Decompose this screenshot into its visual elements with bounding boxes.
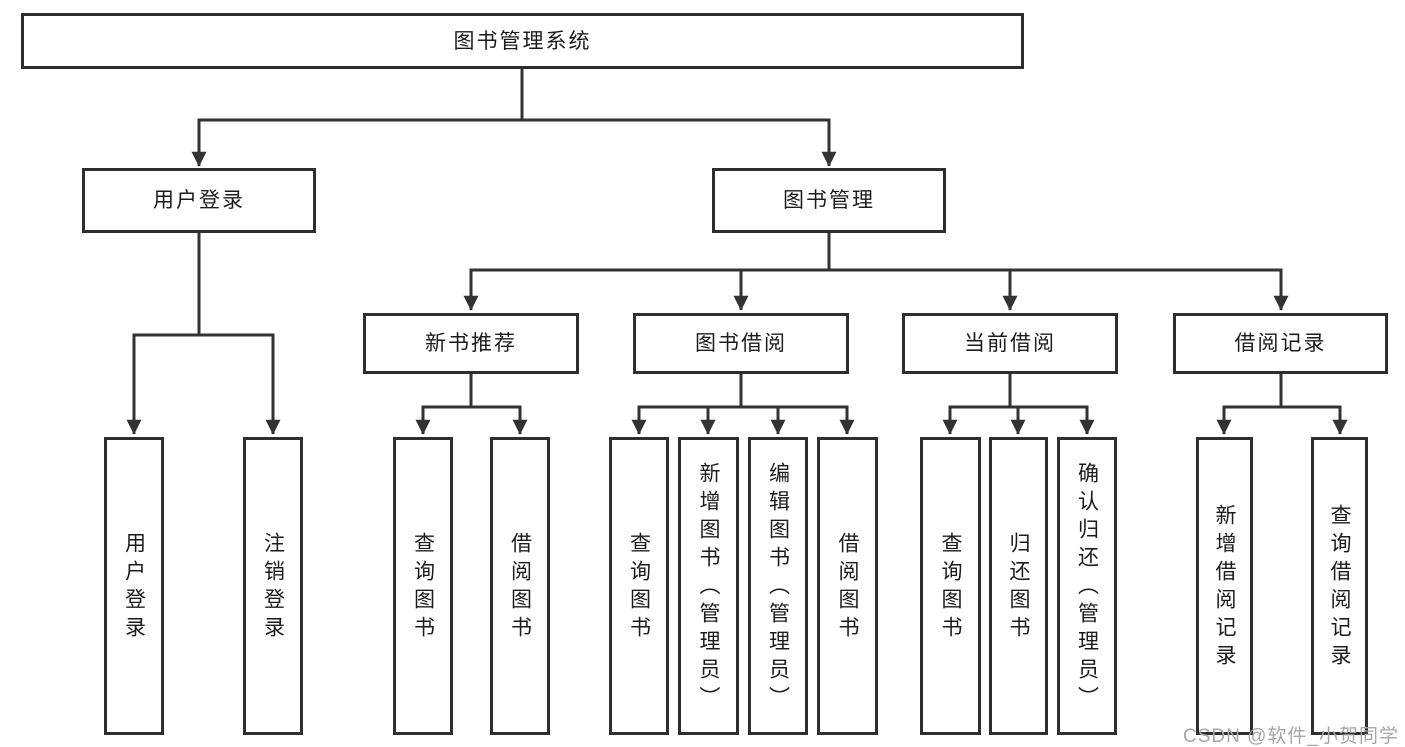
node-borrowing-records: 借阅记录 [1173,313,1388,374]
leaf-query-books-borrowing: 查询图书 [609,437,669,735]
node-new-book-recommendation: 新书推荐 [363,313,579,374]
node-current-borrowing: 当前借阅 [902,313,1118,374]
leaf-borrow-books: 借阅图书 [817,437,878,735]
leaf-borrow-books-recommend: 借阅图书 [490,437,550,735]
leaf-query-books-recommend: 查询图书 [393,437,453,735]
leaf-query-borrow-record: 查询借阅记录 [1311,437,1368,735]
csdn-watermark: CSDN @软件_小贺同学 [1183,726,1399,747]
node-root-library-system: 图书管理系统 [21,13,1024,69]
leaf-query-books-current: 查询图书 [920,437,981,735]
leaf-edit-books-admin: 编辑图书（管理员） [748,437,808,735]
leaf-add-books-admin: 新增图书（管理员） [678,437,739,735]
leaf-return-books: 归还图书 [989,437,1048,735]
leaf-logout: 注销登录 [243,437,303,735]
leaf-user-login: 用户登录 [104,437,164,735]
node-book-borrowing: 图书借阅 [633,313,849,374]
node-user-login-module: 用户登录 [82,168,316,233]
leaf-add-borrow-record: 新增借阅记录 [1196,437,1253,735]
node-book-management-module: 图书管理 [712,168,946,233]
leaf-confirm-return-admin: 确认归还（管理员） [1057,437,1117,735]
